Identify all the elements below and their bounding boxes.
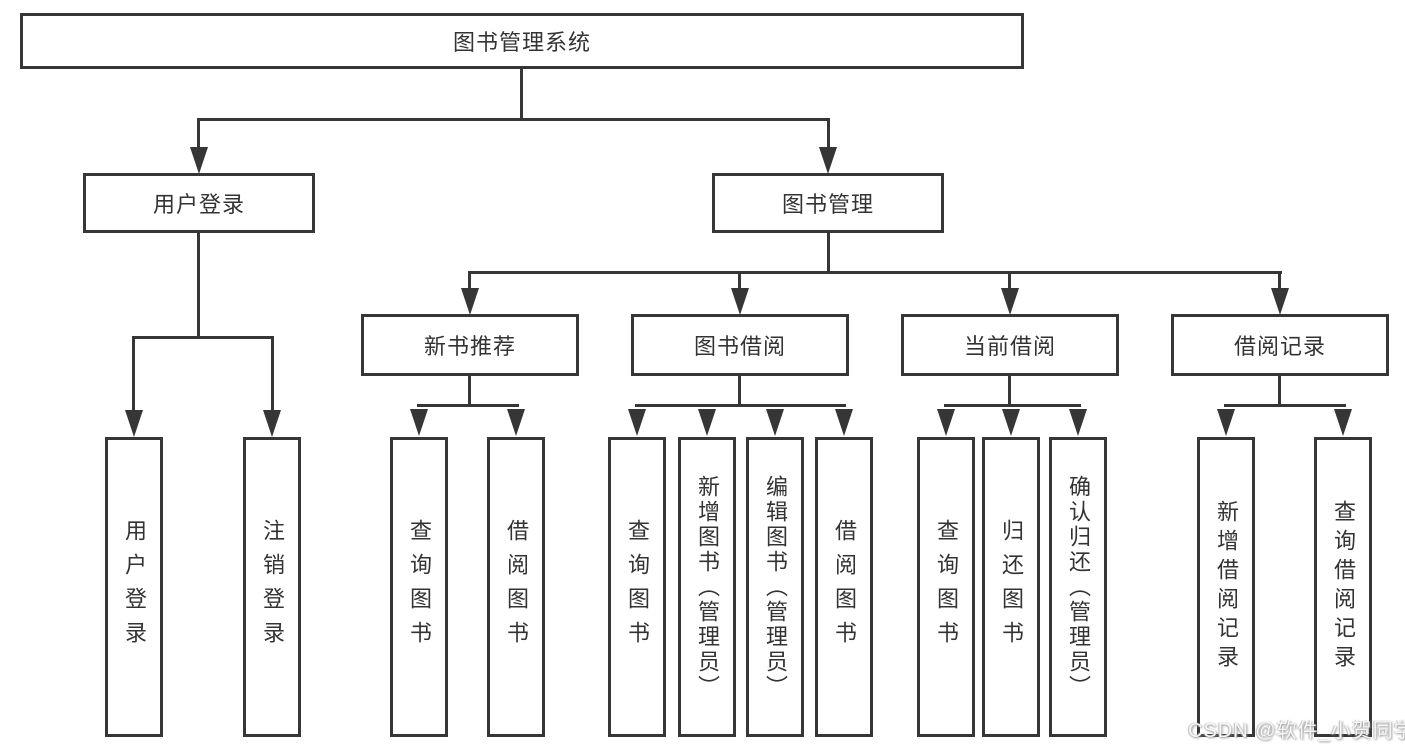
arrow-down-icon — [263, 410, 281, 437]
connector-line — [944, 404, 1081, 407]
arrow-down-icon — [1334, 409, 1352, 436]
leaf-query-books-recommend: 查询图书 — [390, 437, 448, 737]
node-root-label: 图书管理系统 — [452, 30, 591, 55]
leaf-label: 新增借阅记录 — [1214, 500, 1239, 674]
connector-line — [1278, 376, 1281, 407]
connector-line — [132, 336, 274, 339]
connector-line — [1278, 271, 1281, 289]
node-label: 用户登录 — [152, 192, 245, 217]
arrow-down-icon — [835, 409, 853, 436]
leaf-label: 注销登录 — [260, 519, 285, 655]
node-label: 借阅记录 — [1233, 334, 1326, 359]
connector-line — [197, 118, 830, 121]
arrow-down-icon — [1002, 409, 1020, 436]
leaf-query-books-current: 查询图书 — [917, 437, 975, 737]
arrow-down-icon — [819, 147, 837, 174]
connector-line — [197, 118, 200, 150]
node-book-management: 图书管理 — [712, 173, 944, 233]
leaf-label: 借阅图书 — [504, 519, 529, 655]
leaf-add-borrow-record: 新增借阅记录 — [1197, 437, 1255, 737]
connector-line — [468, 271, 1282, 274]
leaf-borrow-books: 借阅图书 — [815, 437, 873, 737]
connector-line — [132, 336, 135, 411]
node-label: 新书推荐 — [423, 334, 516, 359]
leaf-return-book: 归还图书 — [982, 437, 1040, 737]
node-root: 图书管理系统 — [20, 13, 1024, 69]
node-label: 图书借阅 — [693, 334, 786, 359]
leaf-confirm-return-admin: 确认归还（管理员） — [1049, 437, 1107, 737]
arrow-down-icon — [1069, 409, 1087, 436]
arrow-down-icon — [628, 409, 646, 436]
leaf-add-book-admin: 新增图书（管理员） — [678, 437, 736, 737]
arrow-down-icon — [461, 288, 479, 315]
connector-line — [1008, 376, 1011, 407]
connector-line — [635, 404, 846, 407]
leaf-label: 查询图书 — [407, 519, 432, 655]
arrow-down-icon — [937, 409, 955, 436]
connector-line — [468, 271, 471, 289]
leaf-label: 编辑图书（管理员） — [763, 474, 788, 700]
node-current-borrow: 当前借阅 — [901, 314, 1119, 376]
connector-line — [1008, 271, 1011, 289]
leaf-query-borrow-record: 查询借阅记录 — [1314, 437, 1372, 737]
node-label: 当前借阅 — [963, 334, 1056, 359]
leaf-label: 确认归还（管理员） — [1066, 474, 1091, 700]
leaf-query-books-borrow: 查询图书 — [608, 437, 666, 737]
leaf-user-login: 用户登录 — [105, 437, 163, 737]
connector-line — [468, 376, 471, 407]
arrow-down-icon — [507, 409, 525, 436]
leaf-label: 借阅图书 — [832, 519, 857, 655]
connector-line — [1224, 404, 1346, 407]
node-book-borrow: 图书借阅 — [631, 314, 849, 376]
arrow-down-icon — [410, 409, 428, 436]
connector-line — [417, 404, 519, 407]
leaf-label: 用户登录 — [122, 519, 147, 655]
arrow-down-icon — [766, 409, 784, 436]
connector-line — [827, 118, 830, 150]
leaf-borrow-books-recommend: 借阅图书 — [487, 437, 545, 737]
arrow-down-icon — [731, 288, 749, 315]
connector-line — [738, 376, 741, 407]
connector-line — [271, 336, 274, 411]
leaf-label: 查询图书 — [625, 519, 650, 655]
node-borrow-records: 借阅记录 — [1171, 314, 1389, 376]
arrow-down-icon — [125, 410, 143, 437]
leaf-label: 查询图书 — [934, 519, 959, 655]
arrow-down-icon — [190, 147, 208, 174]
node-user-login: 用户登录 — [83, 173, 315, 233]
csdn-watermark: CSDN @软件_小贺同学 — [1188, 720, 1405, 742]
connector-line — [738, 271, 741, 289]
connector-line — [197, 233, 200, 339]
leaf-label: 查询借阅记录 — [1331, 500, 1356, 674]
connector-line — [520, 69, 523, 121]
arrow-down-icon — [1271, 288, 1289, 315]
node-label: 图书管理 — [781, 192, 874, 217]
leaf-label: 新增图书（管理员） — [695, 474, 720, 700]
leaf-label: 归还图书 — [999, 519, 1024, 655]
arrow-down-icon — [698, 409, 716, 436]
connector-line — [827, 233, 830, 274]
arrow-down-icon — [1217, 409, 1235, 436]
node-new-book-recommend: 新书推荐 — [361, 314, 579, 376]
arrow-down-icon — [1001, 288, 1019, 315]
leaf-logout: 注销登录 — [243, 437, 301, 737]
leaf-edit-book-admin: 编辑图书（管理员） — [746, 437, 804, 737]
